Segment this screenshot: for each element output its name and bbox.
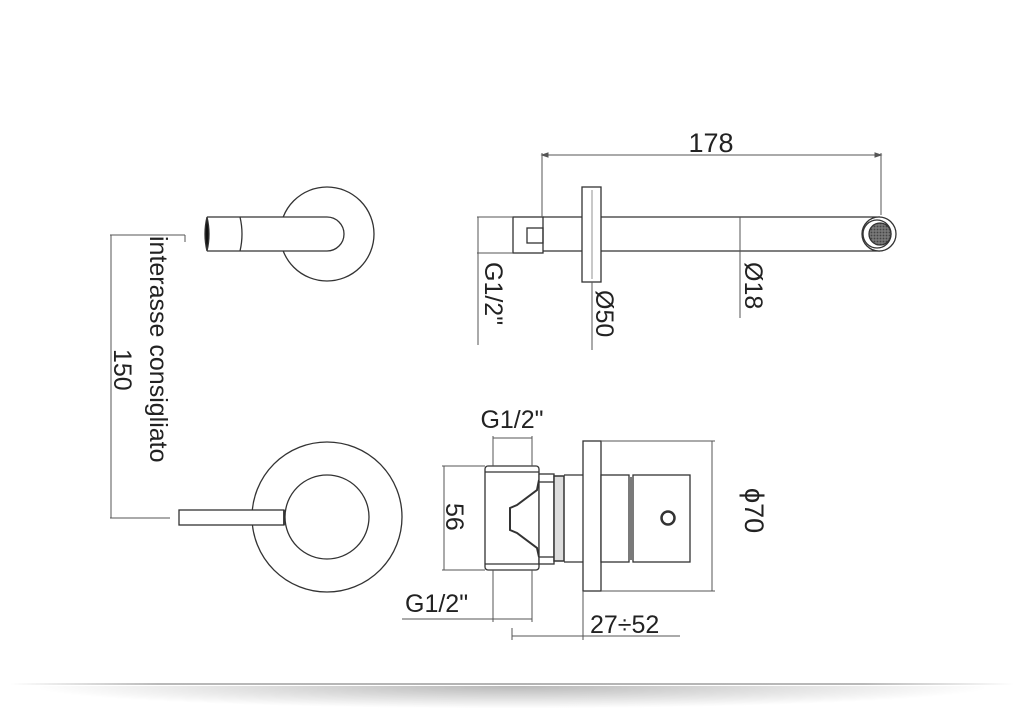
wall-depth-label: 27÷52 <box>590 611 659 639</box>
center-distance-value: 150 <box>108 349 136 391</box>
center-distance-dimension <box>110 234 186 519</box>
rosette-70-dimension <box>601 440 715 592</box>
front-view-spout <box>204 186 375 282</box>
spout-tip-edge <box>239 216 243 252</box>
frame-drop-shadow <box>40 686 984 708</box>
length-dimension <box>540 152 883 217</box>
spout-rosette-plate <box>581 186 602 283</box>
inlet-nut <box>512 216 544 254</box>
inlet-thread-dimension <box>477 216 513 345</box>
center-distance-text: interasse consigliato <box>144 236 172 463</box>
bottom-thread-label: G1/2" <box>405 590 468 618</box>
inlet-thread-label: G1/2" <box>479 262 507 325</box>
side-view-spout <box>512 186 897 283</box>
top-thread-label: G1/2" <box>480 406 543 434</box>
bottom-thread-dimension <box>402 570 533 622</box>
body-height-dimension <box>442 465 485 571</box>
valve-rosette-plate <box>582 440 602 592</box>
length-label: 178 <box>688 128 733 158</box>
handle-screw <box>660 510 676 526</box>
side-view-valve <box>484 440 691 592</box>
valve-body <box>484 465 540 571</box>
cartridge-flange <box>553 475 565 562</box>
top-thread-dimension <box>492 436 533 466</box>
wall-depth-dimension <box>511 591 680 640</box>
lever-handle <box>178 509 285 526</box>
frame-bottom-edge <box>10 683 1014 685</box>
body-height-label: 56 <box>440 503 468 531</box>
aerator-mesh <box>868 222 892 246</box>
spout-diameter-label: Ø18 <box>739 262 767 309</box>
handle-rosette-inner <box>284 474 370 560</box>
front-view-handle <box>178 441 403 593</box>
rosette-diameter-label: Ø50 <box>590 290 618 337</box>
rosette-70-label: ϕ70 <box>739 488 769 533</box>
spout-body <box>207 216 345 252</box>
spout-aerator-end <box>204 216 210 252</box>
